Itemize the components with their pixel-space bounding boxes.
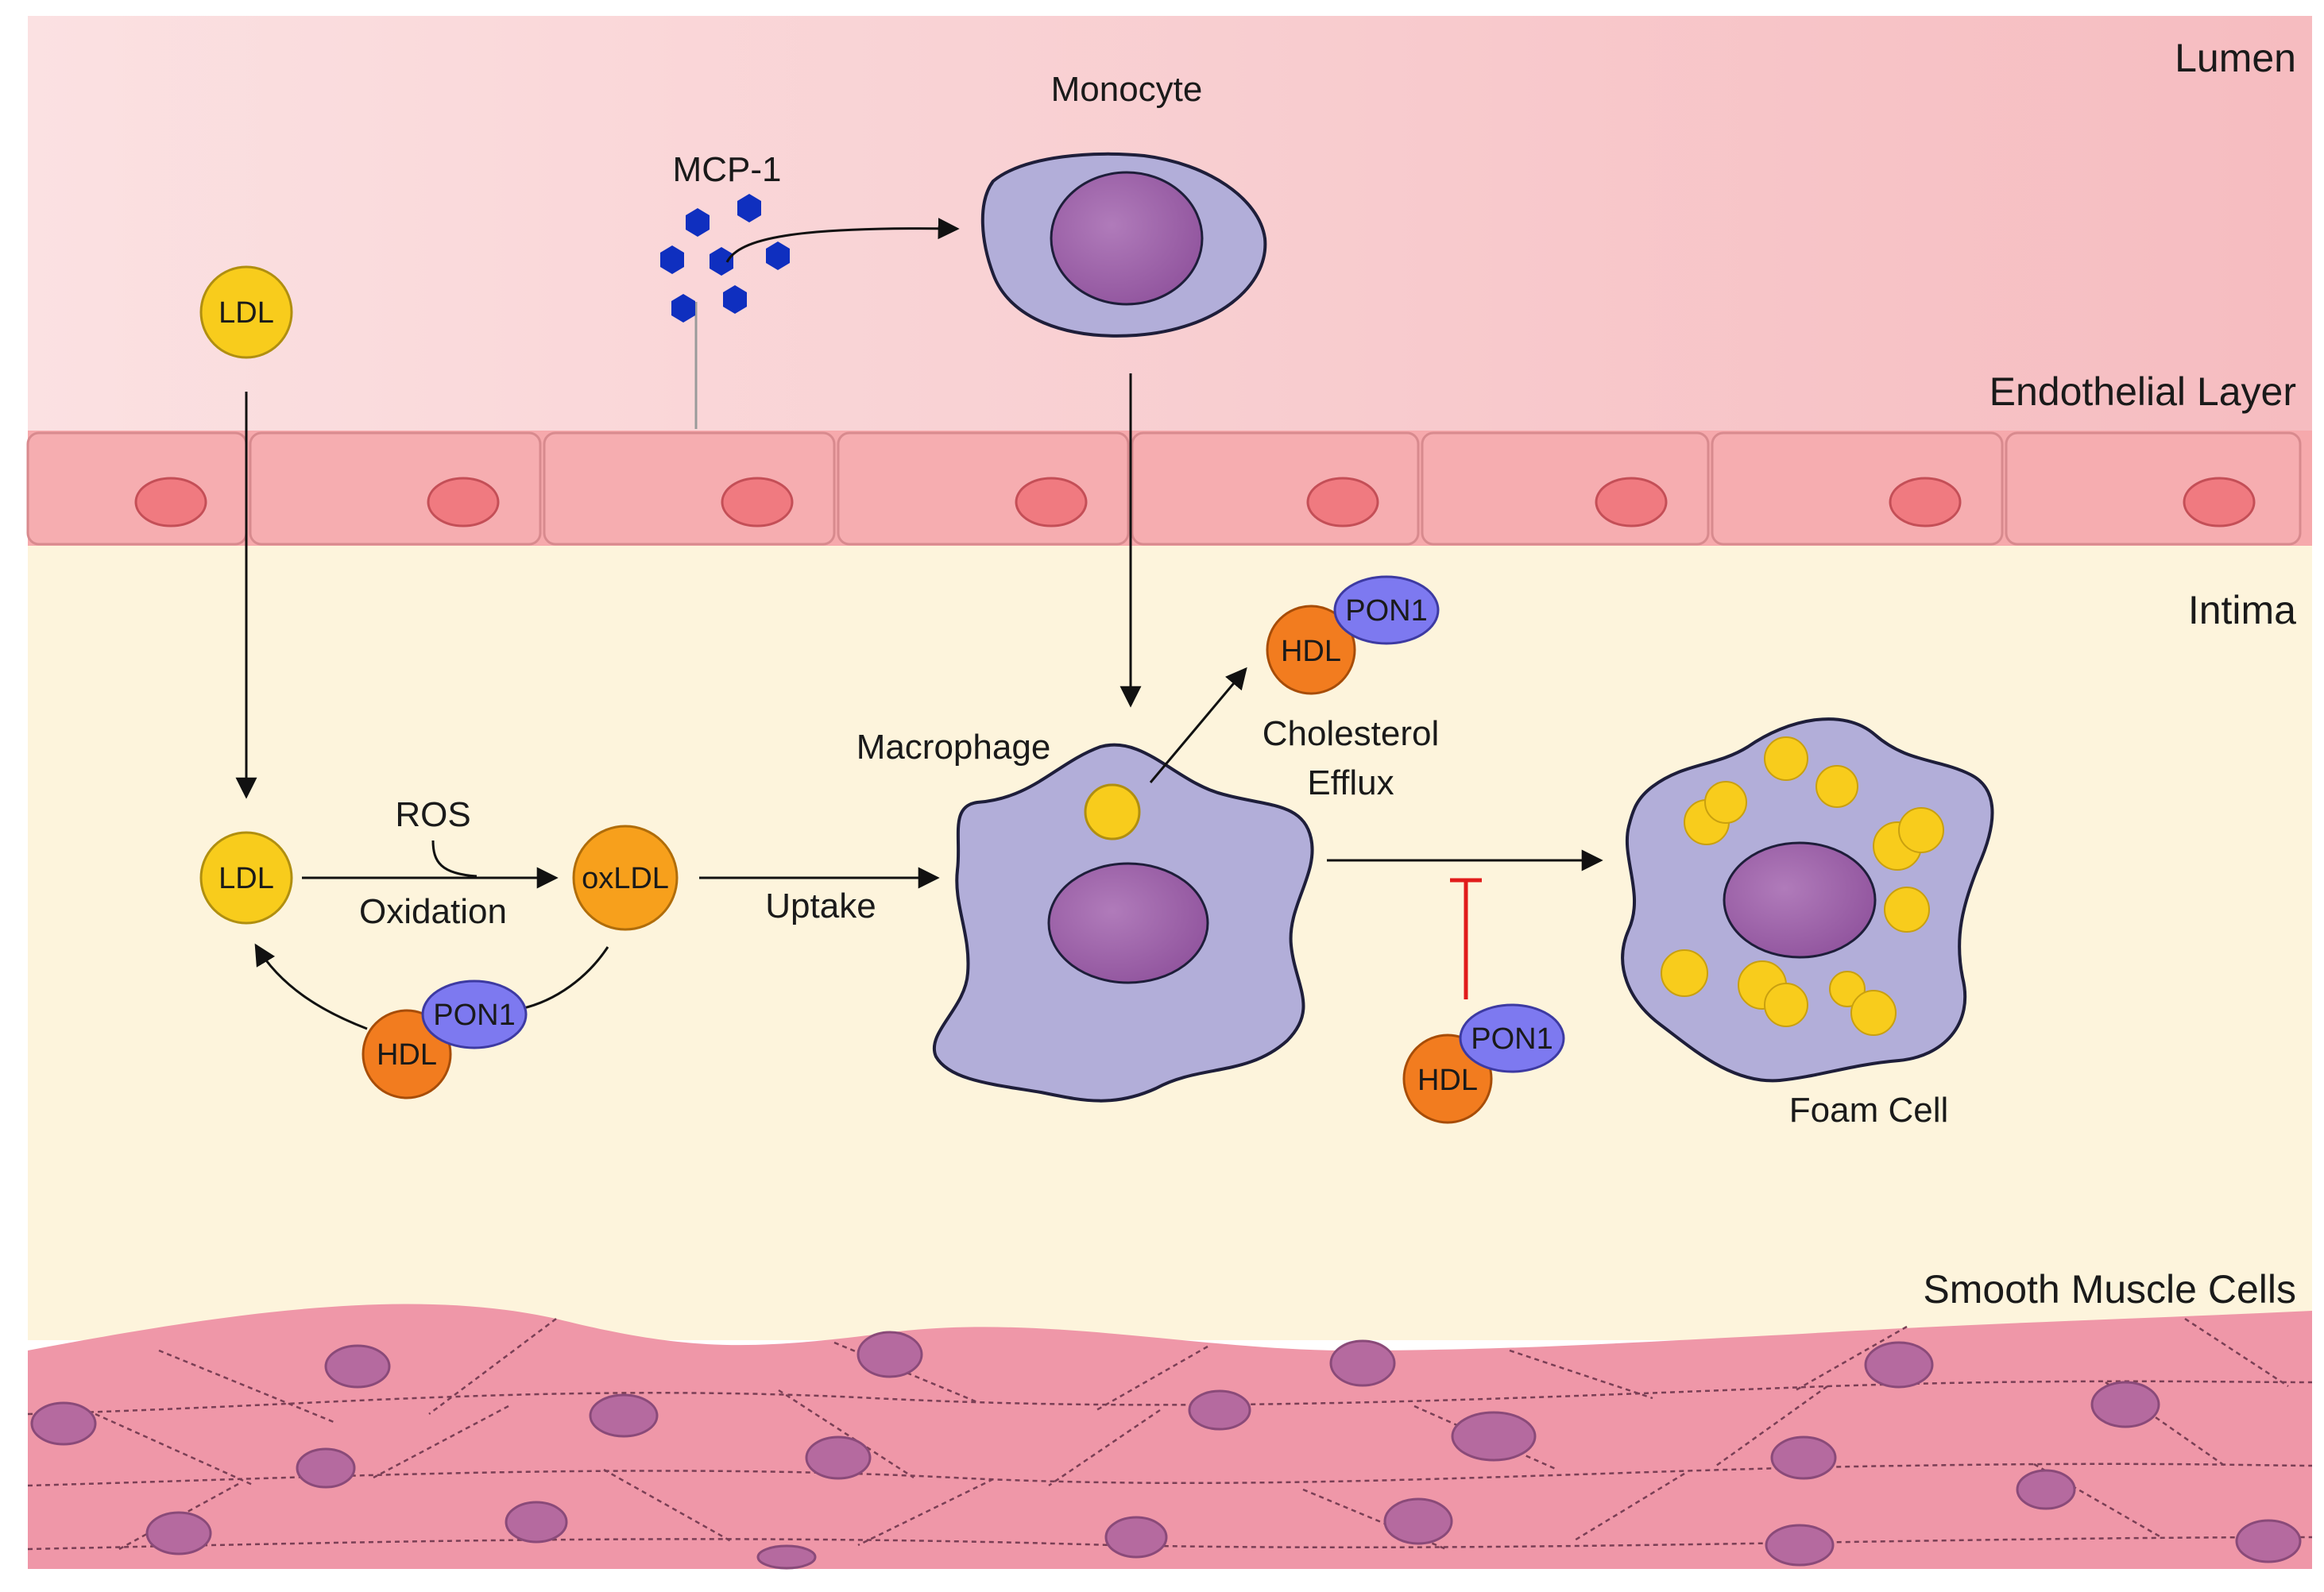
cholesterol-efflux-label-line1: Cholesterol bbox=[1263, 714, 1440, 753]
uptake-label: Uptake bbox=[765, 887, 876, 925]
mcp1-cluster bbox=[660, 194, 790, 429]
macrophage-cell bbox=[932, 743, 1314, 1103]
svg-text:PON1: PON1 bbox=[433, 999, 515, 1032]
smooth-muscle-nucleus bbox=[1451, 1411, 1537, 1462]
svg-text:PON1: PON1 bbox=[1345, 594, 1427, 628]
ros-label: ROS bbox=[395, 795, 470, 834]
endothelial-layer bbox=[26, 431, 2312, 546]
inhibition-marker bbox=[1450, 878, 1482, 999]
hdl-pon1-complex-3: HDL PON1 bbox=[1402, 1003, 1565, 1124]
smooth-muscle-nucleus bbox=[805, 1436, 872, 1480]
efflux-arrow bbox=[1149, 667, 1247, 783]
endothelial-nucleus bbox=[1595, 477, 1668, 527]
smooth-muscle-nucleus bbox=[145, 1511, 212, 1555]
smooth-muscle-nucleus bbox=[324, 1344, 391, 1389]
smooth-muscle-nucleus bbox=[1864, 1341, 1934, 1389]
ldl-lumen: LDL bbox=[199, 265, 293, 359]
smooth-muscle-nucleus bbox=[756, 1544, 817, 1570]
svg-text:HDL: HDL bbox=[1281, 635, 1341, 668]
cholesterol-efflux-label-line2: Efflux bbox=[1307, 763, 1394, 802]
smooth-muscle-nucleus bbox=[1188, 1389, 1251, 1431]
oxldl-particle: oxLDL bbox=[572, 825, 679, 931]
endothelial-nucleus bbox=[1306, 477, 1379, 527]
svg-text:HDL: HDL bbox=[1417, 1064, 1478, 1097]
svg-text:LDL: LDL bbox=[218, 296, 274, 330]
macrophage-label: Macrophage bbox=[857, 728, 1051, 767]
endothelial-nucleus bbox=[1889, 477, 1962, 527]
smooth-muscle-nucleus bbox=[2235, 1519, 2302, 1563]
smooth-muscle-nucleus bbox=[2016, 1469, 2076, 1510]
mcp1-to-monocyte-arrow bbox=[725, 218, 960, 263]
monocyte-label: Monocyte bbox=[1051, 70, 1203, 109]
oxidation-label: Oxidation bbox=[359, 892, 507, 931]
smooth-muscle-nucleus bbox=[1104, 1516, 1168, 1559]
smooth-muscle-nucleus bbox=[296, 1447, 356, 1489]
intima-label: Intima bbox=[2188, 588, 2296, 632]
endothelial-nucleus bbox=[2183, 477, 2256, 527]
svg-text:PON1: PON1 bbox=[1471, 1022, 1553, 1056]
endothelial-nucleus bbox=[721, 477, 794, 527]
svg-text:HDL: HDL bbox=[377, 1038, 437, 1072]
smooth-muscle-nucleus bbox=[1383, 1497, 1453, 1545]
hdl-recycle-arrow-to-hdl bbox=[520, 946, 609, 1010]
smooth-muscle-nucleus bbox=[589, 1393, 659, 1438]
smooth-muscle-nucleus bbox=[1765, 1524, 1835, 1567]
ros-input bbox=[431, 840, 478, 878]
hdl-pon1-complex-2: HDL PON1 bbox=[1266, 575, 1440, 695]
foam-cell-label: Foam Cell bbox=[1789, 1091, 1949, 1130]
endothelial-layer-label: Endothelial Layer bbox=[1990, 369, 2296, 414]
monocyte-cell bbox=[980, 152, 1267, 338]
foam-cell bbox=[1621, 717, 1994, 1083]
svg-text:oxLDL: oxLDL bbox=[582, 862, 669, 895]
smooth-muscle-nucleus bbox=[2090, 1381, 2160, 1428]
endothelial-nucleus bbox=[427, 477, 500, 527]
smooth-muscle-nucleus bbox=[857, 1331, 923, 1378]
smooth-muscle-nucleus bbox=[1329, 1339, 1396, 1387]
smooth-muscle-nucleus bbox=[30, 1401, 97, 1446]
smooth-muscle-nucleus bbox=[505, 1501, 568, 1544]
svg-text:LDL: LDL bbox=[218, 862, 274, 895]
endothelial-nucleus bbox=[134, 477, 207, 527]
ldl-intima: LDL bbox=[199, 831, 293, 925]
lumen-label: Lumen bbox=[2175, 36, 2296, 80]
smooth-muscle-layer bbox=[27, 1304, 2313, 1570]
mcp1-label: MCP-1 bbox=[673, 150, 782, 189]
smooth-muscle-label: Smooth Muscle Cells bbox=[1923, 1267, 2296, 1312]
hdl-pon1-complex-1: HDL PON1 bbox=[362, 980, 528, 1099]
endothelial-nucleus bbox=[1015, 477, 1088, 527]
hdl-recycle-arrow-to-ldl bbox=[254, 943, 368, 1030]
smooth-muscle-nucleus bbox=[1770, 1436, 1837, 1480]
